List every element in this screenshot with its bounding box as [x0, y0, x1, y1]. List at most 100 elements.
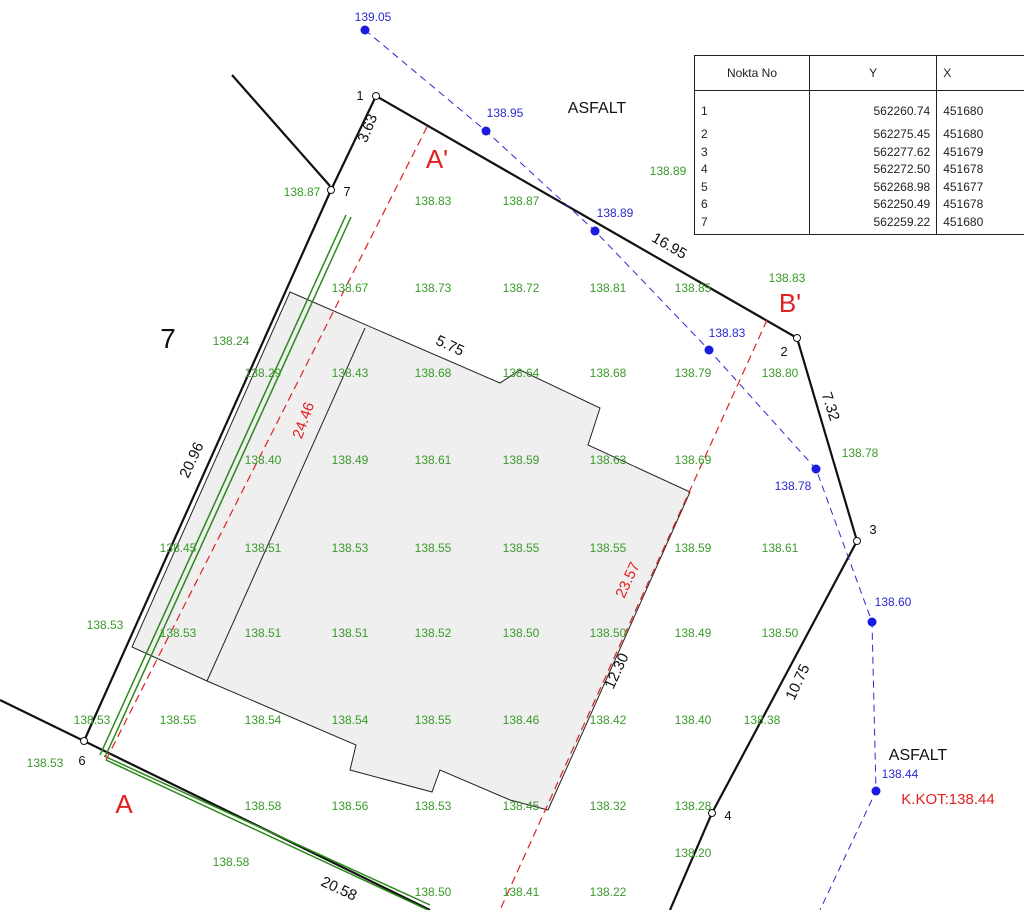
ground-elevation-label: 138.81 — [590, 281, 627, 295]
ground-elevation-label: 138.42 — [590, 713, 627, 727]
ground-elevation-label: 138.29 — [245, 366, 282, 380]
road-axis-line — [364, 29, 877, 910]
ground-elevation-label: 138.53 — [160, 626, 197, 640]
ground-elevation-label: 138.50 — [415, 885, 452, 899]
road-point-marker — [871, 786, 881, 796]
road-elevation-label: 138.44 — [882, 767, 919, 781]
point-no: 1 — [694, 90, 810, 128]
ground-elevation-label: 138.24 — [213, 334, 250, 348]
road-elevation-label: 138.95 — [487, 106, 524, 120]
boundary-point-marker — [372, 92, 380, 100]
ground-elevation-label: 138.43 — [332, 366, 369, 380]
ground-elevation-label: 138.45 — [503, 799, 540, 813]
road-point-marker — [590, 226, 600, 236]
green-fence-lines — [99, 214, 431, 910]
ground-elevation-label: 138.41 — [503, 885, 540, 899]
ground-elevation-label: 138.50 — [762, 626, 799, 640]
boundary-point-marker — [708, 809, 716, 817]
ground-elevation-label: 138.55 — [590, 541, 627, 555]
boundary-point-label: 4 — [724, 808, 731, 823]
ground-elevation-label: 138.83 — [415, 194, 452, 208]
boundary-point-label: 6 — [78, 753, 85, 768]
point-no: 6 — [694, 198, 810, 217]
ground-elevation-label: 138.55 — [503, 541, 540, 555]
asfalt-label: ASFALT — [889, 747, 948, 764]
ground-elevation-label: 138.58 — [245, 799, 282, 813]
dimension-label: 16.95 — [649, 229, 690, 262]
ground-elevation-label: 138.80 — [762, 366, 799, 380]
ground-elevation-label: 138.55 — [415, 541, 452, 555]
ground-elevation-label: 138.50 — [503, 626, 540, 640]
ground-elevation-label: 138.53 — [74, 713, 111, 727]
boundary-point-marker — [327, 186, 335, 194]
section-a-prime-label: A' — [426, 144, 448, 174]
point-no: 4 — [694, 163, 810, 181]
section-a-label: A — [115, 789, 133, 819]
boundary-point-label: 3 — [869, 522, 876, 537]
header-point-no: Nokta No — [694, 55, 810, 91]
ground-elevation-label: 138.55 — [160, 713, 197, 727]
ground-elevation-label: 138.50 — [590, 626, 627, 640]
ground-elevation-label: 138.67 — [332, 281, 369, 295]
dimension-label: 5.75 — [433, 332, 467, 360]
point-no: 3 — [694, 145, 810, 164]
ground-elevation-label: 138.51 — [245, 541, 282, 555]
ground-elevation-label: 138.83 — [769, 271, 806, 285]
ground-elevation-label: 138.59 — [503, 453, 540, 467]
section-lines — [105, 124, 768, 910]
ground-elevation-label: 138.61 — [415, 453, 452, 467]
building-inner-line — [206, 327, 366, 682]
ground-elevation-label: 138.51 — [245, 626, 282, 640]
y-coordinate: 562260.74 — [808, 90, 938, 128]
dimension-label: 20.58 — [318, 873, 359, 904]
x-coordinate: 451679 — [936, 145, 1024, 164]
ground-elevation-label: 138.54 — [332, 713, 369, 727]
ground-elevation-label: 138.53 — [87, 618, 124, 632]
asfalt-label: ASFALT — [568, 100, 627, 117]
section-b-prime-label: B' — [779, 288, 801, 318]
y-coordinate: 562268.98 — [808, 180, 938, 199]
ground-elevation-label: 138.20 — [675, 846, 712, 860]
road-elevation-label: 138.78 — [775, 479, 812, 493]
point-no: 5 — [694, 180, 810, 199]
ground-elevation-label: 138.49 — [675, 626, 712, 640]
ground-elevation-label: 138.64 — [503, 366, 540, 380]
ground-elevation-label: 138.68 — [415, 366, 452, 380]
ground-elevation-label: 138.72 — [503, 281, 540, 295]
dimension-label: 10.75 — [782, 661, 813, 702]
boundary-point-label: 2 — [780, 344, 787, 359]
ground-elevation-label: 138.32 — [590, 799, 627, 813]
ground-elevation-label: 138.73 — [415, 281, 452, 295]
ground-elevation-label: 138.40 — [675, 713, 712, 727]
boundary-point-marker — [853, 537, 861, 545]
road-point-marker — [481, 126, 491, 136]
ground-elevation-label: 138.46 — [503, 713, 540, 727]
y-coordinate: 562272.50 — [808, 163, 938, 181]
point-no: 2 — [694, 127, 810, 146]
x-coordinate: 451680 — [936, 90, 1024, 128]
x-coordinate: 451680 — [936, 215, 1024, 235]
k-kot-label: K.KOT:138.44 — [901, 791, 994, 808]
ground-elevation-label: 138.53 — [332, 541, 369, 555]
road-elevation-label: 138.60 — [875, 595, 912, 609]
ground-elevation-label: 138.51 — [332, 626, 369, 640]
y-coordinate: 562275.45 — [808, 127, 938, 146]
ground-elevation-label: 138.52 — [415, 626, 452, 640]
ground-elevation-label: 138.59 — [675, 541, 712, 555]
ground-elevation-label: 138.61 — [762, 541, 799, 555]
road-elevation-label: 139.05 — [355, 10, 392, 24]
y-coordinate: 562250.49 — [808, 198, 938, 217]
road-point-marker — [360, 25, 370, 35]
road-elevation-label: 138.89 — [597, 206, 634, 220]
x-coordinate: 451678 — [936, 163, 1024, 181]
ground-elevation-label: 138.87 — [503, 194, 540, 208]
ground-elevation-label: 138.40 — [245, 453, 282, 467]
ground-elevation-label: 138.69 — [675, 453, 712, 467]
ground-elevation-label: 138.38 — [744, 713, 781, 727]
boundary-point-marker — [793, 334, 801, 342]
